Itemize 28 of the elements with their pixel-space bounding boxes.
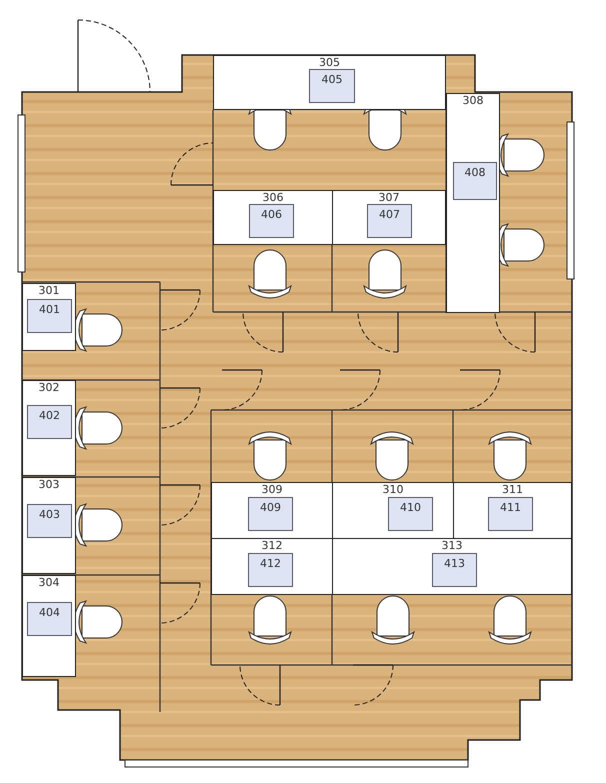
station-label: 408 bbox=[453, 162, 497, 200]
station-label: 404 bbox=[27, 602, 72, 636]
station-label: 407 bbox=[367, 204, 412, 238]
desk-number: 303 bbox=[38, 479, 60, 491]
desk-number: 312 bbox=[260, 540, 284, 552]
desk bbox=[332, 190, 446, 245]
station-label: 410 bbox=[388, 497, 433, 531]
desk bbox=[213, 190, 333, 245]
station-label: 405 bbox=[309, 69, 355, 103]
station-label: 409 bbox=[248, 497, 293, 531]
desk-number: 308 bbox=[462, 95, 484, 107]
desk-number: 305 bbox=[318, 57, 341, 69]
station-label: 406 bbox=[249, 204, 294, 238]
station-label: 412 bbox=[248, 553, 293, 587]
station-label: 402 bbox=[27, 405, 72, 439]
station-label: 413 bbox=[432, 553, 477, 587]
desk-number: 301 bbox=[38, 285, 60, 297]
desk-number: 313 bbox=[440, 540, 464, 552]
station-label: 401 bbox=[27, 299, 72, 333]
desk-number: 307 bbox=[378, 192, 400, 204]
station-label: 411 bbox=[488, 497, 533, 531]
station-label: 403 bbox=[27, 504, 72, 538]
desk-number: 311 bbox=[501, 484, 524, 496]
desk-number: 306 bbox=[262, 192, 284, 204]
desk-number: 302 bbox=[38, 382, 60, 394]
desk-number: 304 bbox=[38, 577, 60, 589]
desk-number: 309 bbox=[260, 484, 284, 496]
desk-number: 310 bbox=[382, 484, 404, 496]
